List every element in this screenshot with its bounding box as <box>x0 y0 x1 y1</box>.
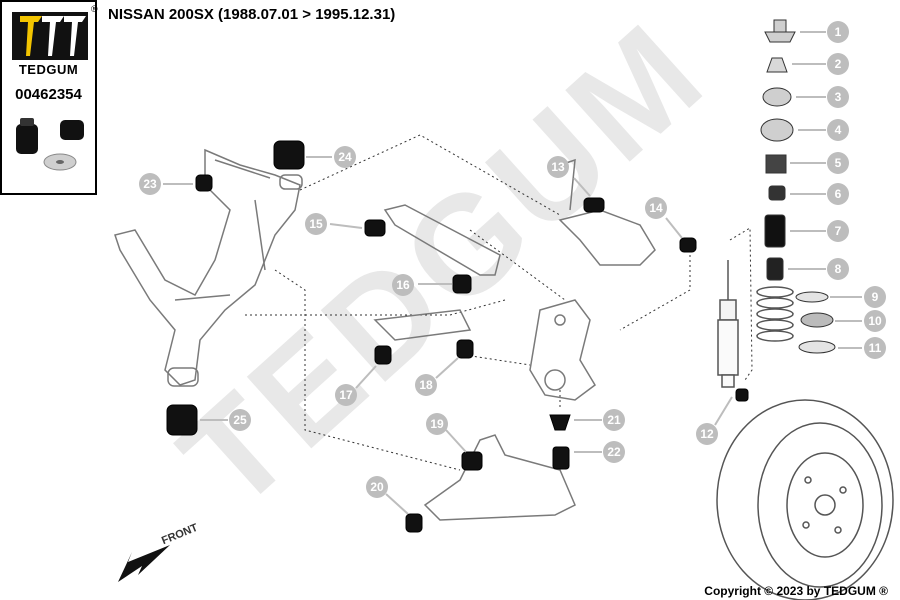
dotted-guides <box>245 134 753 471</box>
part-8 <box>766 257 784 281</box>
bushing-17 <box>374 345 392 365</box>
strut-mount-parts <box>760 19 836 354</box>
part-9 <box>795 291 829 303</box>
brand-panel: ® TEDGUM 00462354 <box>0 0 98 195</box>
bushings <box>166 140 749 533</box>
bushing-20 <box>405 513 423 533</box>
lateral-link-upper <box>383 204 501 276</box>
callout-labels: 1 2 3 4 5 6 7 8 9 10 11 12 13 14 15 16 1… <box>143 25 882 494</box>
tedgum-logo-icon <box>12 12 88 60</box>
part-7 <box>764 214 786 248</box>
page-title: NISSAN 200SX (1988.07.01 > 1995.12.31) <box>108 6 396 23</box>
callout-24: 24 <box>338 150 352 164</box>
callout-17: 17 <box>339 388 353 402</box>
part-1 <box>764 19 796 43</box>
callout-11: 11 <box>869 341 882 355</box>
callout-7: 7 <box>835 224 842 238</box>
bushing-14 <box>679 237 697 253</box>
bushing-18 <box>456 339 474 359</box>
bushing-16 <box>452 274 472 294</box>
bushing-24 <box>273 140 305 170</box>
callout-3: 3 <box>835 90 842 104</box>
callout-21: 21 <box>607 413 621 427</box>
part-21 <box>549 414 571 431</box>
callout-leaders <box>163 31 862 515</box>
callout-18: 18 <box>419 378 433 392</box>
callout-10: 10 <box>868 314 882 328</box>
part-number: 00462354 <box>15 86 82 103</box>
front-arrow-icon <box>118 545 170 582</box>
part-5 <box>765 154 787 174</box>
callout-4: 4 <box>835 123 842 137</box>
lower-control-arm <box>423 434 576 521</box>
callout-23: 23 <box>143 177 157 191</box>
callout-13: 13 <box>551 160 565 174</box>
coil-spring <box>756 286 794 342</box>
callout-12: 12 <box>700 427 714 441</box>
upper-control-arm <box>558 158 656 266</box>
bushing-25 <box>166 404 198 436</box>
product-image <box>16 118 84 171</box>
part-10 <box>800 312 834 328</box>
callout-5: 5 <box>835 156 842 170</box>
bushing-19 <box>461 451 483 471</box>
callout-15: 15 <box>309 217 323 231</box>
callout-1: 1 <box>835 25 842 39</box>
callout-20: 20 <box>370 480 384 494</box>
registered-mark: ® <box>91 4 98 14</box>
subframe <box>114 148 303 387</box>
callout-14: 14 <box>649 201 663 215</box>
callout-2: 2 <box>835 57 842 71</box>
callout-22: 22 <box>607 445 621 459</box>
shock-absorber <box>717 260 739 388</box>
bushing-13 <box>583 197 605 213</box>
callout-25: 25 <box>233 413 247 427</box>
callout-16: 16 <box>396 278 410 292</box>
brand-name: TEDGUM <box>18 62 79 77</box>
bushing-23 <box>195 174 213 192</box>
callout-markers <box>139 21 886 498</box>
part-11 <box>798 340 836 354</box>
part-2 <box>766 57 788 73</box>
part-3 <box>762 87 792 107</box>
knuckle <box>529 299 596 401</box>
part-4 <box>760 118 794 142</box>
copyright: Copyright © 2023 by TEDGUM ® <box>704 584 888 598</box>
callout-6: 6 <box>835 187 842 201</box>
part-6 <box>768 185 786 201</box>
bushing-15 <box>364 219 386 237</box>
callout-19: 19 <box>430 417 444 431</box>
callout-9: 9 <box>872 290 879 304</box>
bushing-12 <box>735 388 749 402</box>
wheel <box>716 399 894 600</box>
lateral-link-middle <box>373 309 472 341</box>
callout-8: 8 <box>835 262 842 276</box>
part-22 <box>552 446 570 470</box>
